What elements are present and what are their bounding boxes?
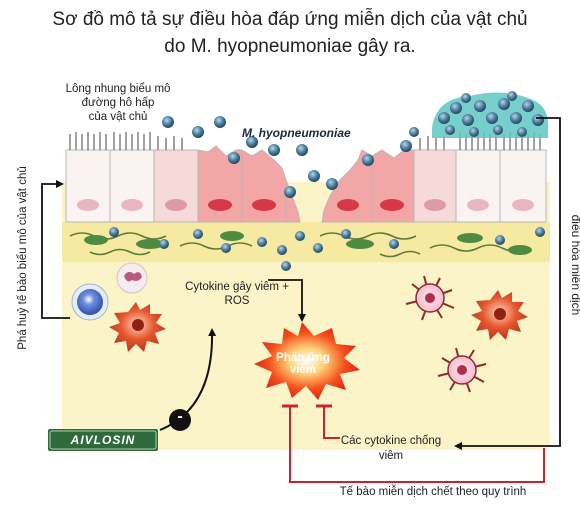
- mycoplasma-particles: [109, 116, 545, 271]
- connective-clusters: [84, 231, 532, 255]
- epithelial-cell: [499, 149, 547, 223]
- damaged-epithelial-cell: [241, 149, 287, 223]
- epithelial-cell: [65, 149, 111, 223]
- cytokine-arrow: [268, 279, 306, 322]
- apoptosis-label: Tế bào miễn dịch chết theo quy trình: [339, 486, 527, 498]
- inhibition-sign-text: -: [177, 408, 183, 425]
- right-vertical-label: điều hòa miễn dịch: [569, 214, 580, 316]
- dendritic-cell-upper: [405, 275, 455, 321]
- apoptosis-inhibition: [289, 406, 545, 483]
- epithelial-cell: [413, 149, 457, 223]
- epithelial-destruction-arrow: [41, 180, 70, 319]
- aivlosin-logo-text: AIVLOSIN: [70, 433, 136, 447]
- lymphocyte: [71, 283, 109, 321]
- pathogen-label: M. hyopneumoniae: [242, 126, 351, 140]
- title-line-1: Sơ đồ mô tả sự điều hòa đáp ứng miễn dịc…: [52, 9, 528, 30]
- anti-cytokine-label-line-1: Các cytokine chống: [340, 435, 442, 447]
- epithelial-cell: [153, 149, 199, 223]
- cytokine-label-line-2: ROS: [224, 295, 250, 307]
- dendritic-cell-lower: [437, 347, 487, 393]
- inhibition-sign: [169, 409, 191, 431]
- cell-nuclei: [77, 199, 534, 211]
- diagram-title: Sơ đồ mô tả sự điều hòa đáp ứng miễn dịc…: [0, 6, 580, 60]
- left-vertical-label: Phá huỷ tế bào biểu mô của vật chủ: [17, 166, 29, 350]
- aivlosin-logo-border: [49, 430, 157, 450]
- title-line-2: do M. hyopneumoniae gây ra.: [164, 36, 416, 57]
- mycoplasma-colony-cells: [438, 91, 544, 137]
- epithelium-label-line-2: đường hô hấp: [81, 97, 155, 109]
- cytokine-label-line-1: Cytokine gây viêm +: [185, 281, 289, 293]
- damaged-epithelial-cell: [371, 149, 415, 223]
- epithelium-label-line-3: của vật chủ: [88, 111, 148, 123]
- immunomodulation-arrow: [454, 117, 561, 450]
- epithelial-cell: [455, 149, 501, 223]
- macrophage-right: [471, 290, 528, 340]
- epithelial-cell: [109, 149, 155, 223]
- anti-inflammatory-inhibition: [323, 406, 340, 439]
- epithelium-label-line-1: Lông nhung biểu mô: [65, 83, 171, 95]
- inflammation-label: Phản ứng viêm: [276, 352, 330, 376]
- macrophage-left: [109, 302, 166, 352]
- aivlosin-logo: [48, 429, 158, 451]
- neutrophil: [116, 262, 148, 294]
- epithelium-label: Lông nhung biểu mô đường hô hấp của vật …: [48, 82, 188, 124]
- inflammation-burst: [254, 322, 360, 400]
- anti-cytokine-label: Các cytokine chống viêm: [332, 434, 450, 464]
- cytokine-label: Cytokine gây viêm + ROS: [176, 280, 298, 308]
- anti-cytokine-label-line-2: viêm: [378, 450, 404, 462]
